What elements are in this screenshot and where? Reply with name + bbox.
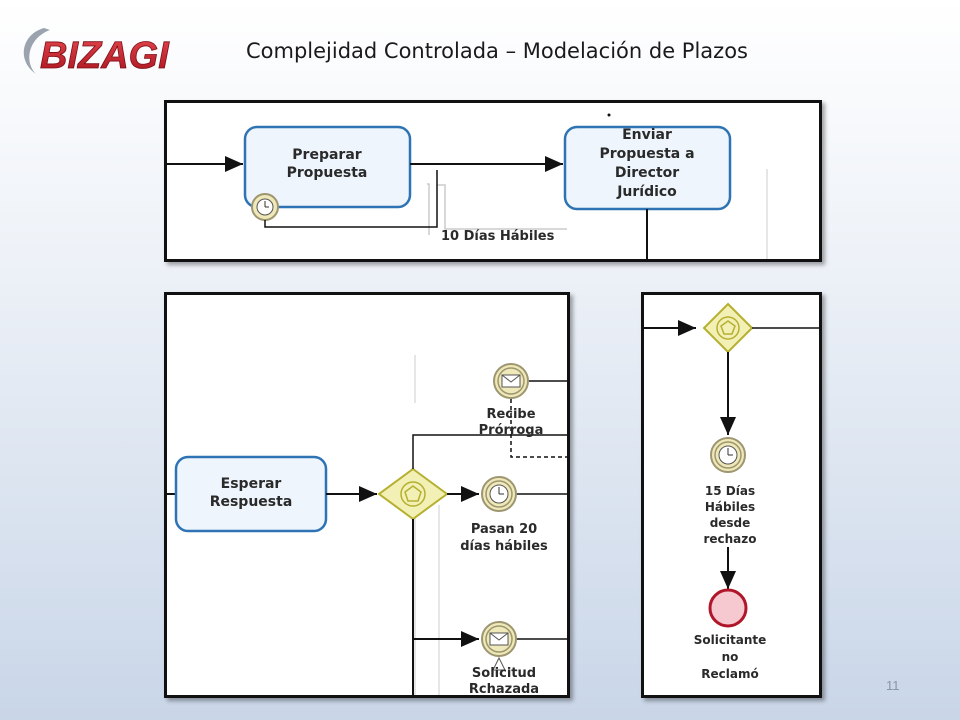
task-label: Enviar bbox=[622, 127, 672, 143]
timer-flow bbox=[264, 170, 438, 228]
event-label: Rchazada bbox=[469, 682, 539, 695]
task-label: Preparar bbox=[292, 147, 361, 163]
event-label: Hábiles bbox=[705, 500, 755, 514]
event-label: Solicitud bbox=[472, 666, 536, 681]
task-esperar-respuesta[interactable]: Esperar Respuesta bbox=[174, 455, 328, 533]
event-label: Pasan 20 bbox=[471, 522, 537, 537]
event-label: 15 Días bbox=[705, 484, 755, 498]
timer-event-icon[interactable] bbox=[710, 437, 746, 473]
task-enviar-propuesta[interactable]: Enviar Propuesta a Director Jurídico bbox=[563, 125, 732, 211]
task-label: Jurídico bbox=[616, 184, 677, 200]
task-preparar-propuesta[interactable]: Preparar Propuesta bbox=[243, 125, 412, 209]
event-label: Solicitante bbox=[694, 633, 767, 647]
task-label: Propuesta bbox=[287, 165, 368, 181]
event-label: desde bbox=[710, 516, 751, 530]
timer-boundary-icon[interactable] bbox=[251, 193, 279, 221]
event-label: Recibe bbox=[486, 407, 535, 422]
event-gateway-icon[interactable] bbox=[377, 467, 449, 521]
page-number: 11 bbox=[886, 678, 900, 693]
event-label: Prórroga bbox=[479, 423, 544, 438]
task-label: Director bbox=[615, 165, 679, 181]
message-event-icon[interactable] bbox=[481, 621, 517, 657]
bizagi-logo: BIZAGI bbox=[23, 28, 171, 77]
timer-label: 10 Días Hábiles bbox=[441, 229, 555, 244]
end-event-icon[interactable] bbox=[708, 588, 748, 628]
task-label: Esperar bbox=[221, 476, 282, 492]
diagram-panel-left: Esperar Respuesta Recibe Prórroga bbox=[164, 292, 570, 698]
event-label: días hábiles bbox=[460, 539, 548, 554]
task-label: Propuesta a bbox=[599, 146, 694, 162]
timer-event-icon[interactable] bbox=[481, 476, 517, 512]
event-label: rechazo bbox=[703, 532, 756, 546]
event-gateway-icon[interactable] bbox=[702, 302, 754, 354]
diagram-panel-top: Preparar Propuesta 10 Días Hábiles Envia… bbox=[164, 100, 822, 262]
message-event-icon[interactable] bbox=[493, 363, 529, 399]
diagram-panel-right: 15 Días Hábiles desde rechazo Solicitant… bbox=[641, 292, 822, 698]
task-label: Respuesta bbox=[210, 494, 293, 510]
event-label: no bbox=[722, 650, 739, 664]
svg-text:BIZAGI: BIZAGI bbox=[40, 35, 170, 77]
slide-title: Complejidad Controlada – Modelación de P… bbox=[246, 39, 748, 63]
event-label: Reclamó bbox=[701, 667, 758, 681]
